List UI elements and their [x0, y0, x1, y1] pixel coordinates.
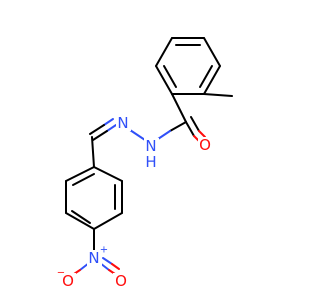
- bond: [129, 129, 146, 141]
- bond: [65, 212, 95, 230]
- bond: [185, 121, 195, 137]
- bond: [203, 65, 221, 95]
- bond-inner: [199, 65, 213, 88]
- bond: [91, 136, 95, 168]
- bond: [155, 65, 173, 95]
- bond-inner: [163, 65, 177, 88]
- bond: [203, 37, 221, 67]
- bond: [157, 130, 171, 140]
- amide-nitrogen-label: N: [145, 137, 156, 155]
- bond: [102, 257, 113, 265]
- bond: [65, 166, 95, 182]
- bond: [106, 124, 117, 132]
- nitro-plus-charge: +: [100, 245, 108, 256]
- bond-inner: [72, 173, 95, 186]
- bond: [103, 118, 114, 126]
- nitrophenyl-ring: [65, 166, 123, 230]
- nitro-nitrogen-label: N: [88, 249, 99, 267]
- toluene-ring: [155, 37, 221, 95]
- methyl-bond: [203, 93, 233, 97]
- bond: [171, 93, 187, 123]
- bond: [169, 121, 187, 132]
- nitro-oxygen-left-label: O: [62, 272, 74, 290]
- bond-inner: [71, 210, 91, 224]
- bond: [111, 263, 120, 270]
- amide-hydrogen-label: H: [145, 153, 156, 171]
- bond: [92, 130, 108, 141]
- bond: [198, 130, 206, 138]
- nitro-minus-charge: −: [57, 268, 65, 279]
- bond: [93, 166, 123, 182]
- imine-nitrogen-label: N: [117, 114, 128, 132]
- molecule-structure: O N H N N + O − O: [57, 37, 233, 290]
- bond: [190, 116, 200, 132]
- nitro-oxygen-right-label: O: [115, 272, 127, 290]
- carbonyl-oxygen-label: O: [199, 136, 211, 154]
- bond: [155, 37, 173, 67]
- bond: [93, 212, 123, 230]
- bond: [89, 124, 105, 135]
